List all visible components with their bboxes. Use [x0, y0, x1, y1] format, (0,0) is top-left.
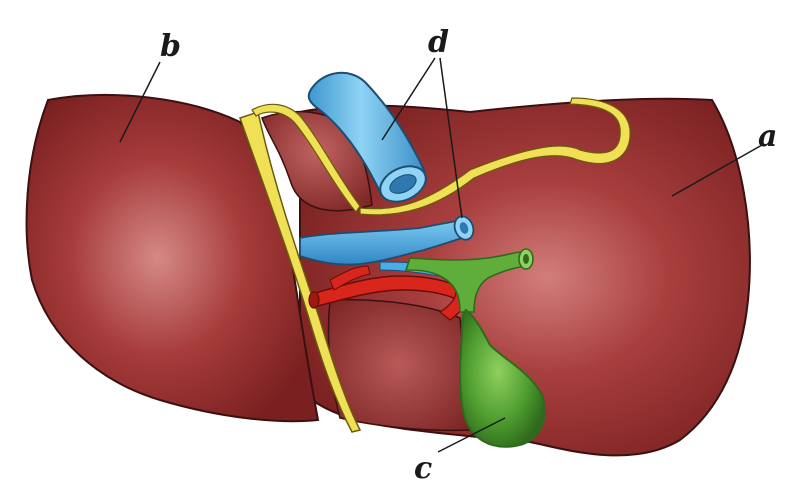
label-d: d — [428, 25, 449, 60]
label-b: b — [160, 29, 181, 64]
label-c: c — [414, 451, 432, 484]
bile-duct-lumen — [523, 254, 529, 264]
label-a: a — [758, 119, 777, 154]
hepatic-artery-end — [309, 292, 319, 308]
